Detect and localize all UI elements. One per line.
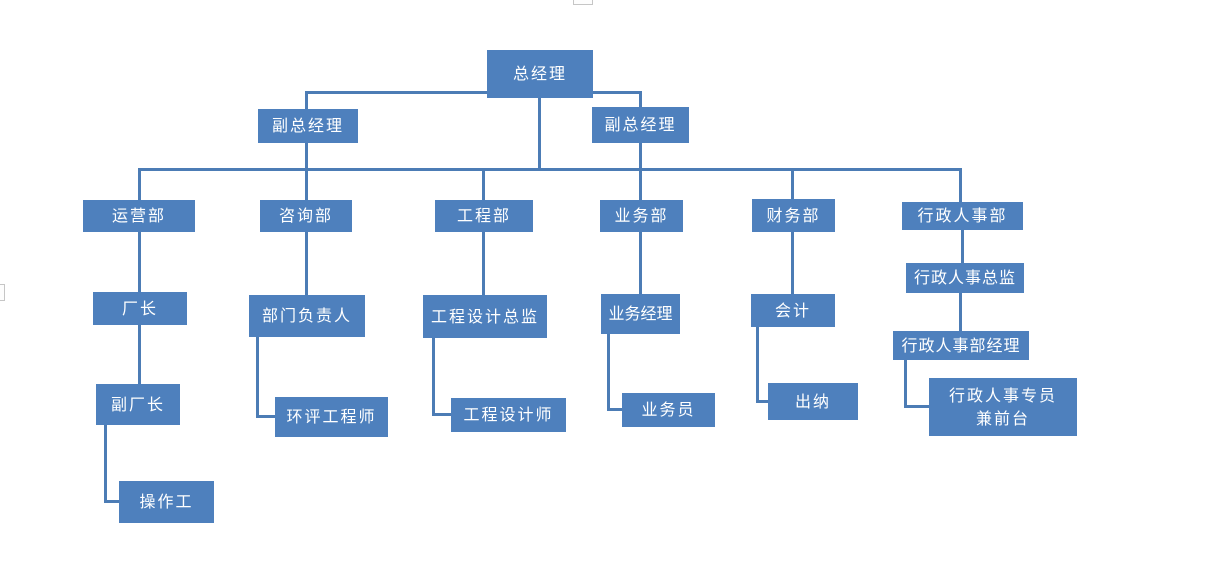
node-admin-hr-specialist-receptionist[interactable]: 行政人事专员 兼前台 [929, 378, 1077, 436]
connector-gm-to-left-dgm-horizontal [307, 91, 487, 94]
node-engineering-designer[interactable]: 工程设计师 [451, 398, 566, 432]
connector-rail-to-engineering [482, 170, 485, 200]
node-cashier[interactable]: 出纳 [768, 383, 858, 420]
connector-hr-manager-to-specialist-horizontal [904, 405, 929, 408]
connector-gm-to-left-dgm-vertical [305, 91, 308, 110]
connector-rail-to-operations [138, 170, 141, 200]
node-engineering-design-director[interactable]: 工程设计总监 [423, 295, 547, 338]
node-department-head[interactable]: 部门负责人 [249, 295, 365, 337]
node-label: 工程设计总监 [430, 306, 539, 326]
connector-engineering-to-design-director [482, 232, 485, 295]
node-label: 行政人事专员 兼前台 [948, 385, 1057, 428]
node-dept-admin-hr[interactable]: 行政人事部 [902, 202, 1023, 230]
node-dept-engineering[interactable]: 工程部 [435, 200, 533, 232]
node-dept-finance[interactable]: 财务部 [752, 199, 835, 232]
node-label: 副厂长 [110, 394, 165, 414]
node-label: 行政人事总监 [913, 268, 1016, 288]
connector-department-rail [138, 168, 962, 171]
node-label: 行政人事部经理 [901, 335, 1021, 355]
node-dept-business[interactable]: 业务部 [600, 200, 683, 232]
node-accountant[interactable]: 会计 [751, 294, 835, 327]
node-label: 行政人事部 [917, 206, 1008, 226]
node-label: 业务员 [641, 400, 696, 420]
connector-dept-head-to-eia-horizontal [256, 415, 275, 418]
connector-gm-to-right-dgm-horizontal [593, 91, 642, 94]
connector-business-manager-to-salesperson-vertical [607, 334, 610, 411]
canvas-resize-handle-top[interactable] [573, 0, 593, 5]
connector-business-to-business-manager [639, 232, 642, 294]
connector-hr-manager-to-specialist-vertical [904, 360, 907, 408]
node-label: 业务部 [614, 206, 669, 226]
canvas-resize-handle-left[interactable] [0, 284, 5, 301]
node-label: 部门负责人 [261, 306, 352, 326]
connector-accountant-to-cashier-horizontal [756, 400, 768, 403]
node-factory-director[interactable]: 厂长 [93, 292, 187, 325]
connector-rail-to-admin-hr [959, 170, 962, 202]
node-label: 副总经理 [604, 115, 677, 135]
node-operator[interactable]: 操作工 [119, 481, 214, 523]
node-label: 环评工程师 [286, 407, 377, 427]
node-business-manager[interactable]: 业务经理 [601, 294, 680, 334]
connector-business-manager-to-salesperson-horizontal [607, 408, 622, 411]
node-label: 工程设计师 [463, 405, 554, 425]
connector-operations-to-factory-director [138, 232, 141, 292]
connector-deputy-to-operator-vertical [104, 425, 107, 503]
node-label: 副总经理 [271, 116, 344, 136]
connector-accountant-to-cashier-vertical [756, 327, 759, 403]
node-deputy-general-manager-left[interactable]: 副总经理 [258, 109, 358, 143]
node-label: 咨询部 [278, 206, 333, 226]
node-label: 会计 [774, 300, 811, 320]
connector-design-director-to-designer-vertical [432, 338, 435, 416]
node-deputy-general-manager-right[interactable]: 副总经理 [592, 107, 689, 143]
connector-design-director-to-designer-horizontal [432, 413, 451, 416]
node-dept-operations[interactable]: 运营部 [83, 200, 195, 232]
connector-consulting-to-dept-head [305, 232, 308, 295]
node-label: 财务部 [766, 205, 821, 225]
node-label: 工程部 [456, 206, 511, 226]
connector-right-dgm-drop [639, 143, 642, 200]
node-label: 出纳 [794, 391, 831, 411]
connector-gm-to-right-dgm-vertical [639, 91, 642, 108]
node-deputy-factory-director[interactable]: 副厂长 [96, 384, 180, 425]
connector-gm-center-drop [538, 98, 541, 169]
node-admin-hr-dept-manager[interactable]: 行政人事部经理 [893, 331, 1029, 360]
connector-dept-head-to-eia-vertical [256, 337, 259, 418]
node-dept-consulting[interactable]: 咨询部 [260, 200, 352, 232]
node-eia-engineer[interactable]: 环评工程师 [275, 397, 388, 437]
node-general-manager[interactable]: 总经理 [487, 50, 593, 98]
connector-rail-to-finance [791, 170, 794, 200]
node-salesperson[interactable]: 业务员 [622, 393, 715, 427]
connector-admin-hr-to-hr-director [961, 230, 964, 263]
node-label: 厂长 [121, 298, 158, 318]
connector-factory-director-to-deputy [138, 325, 141, 384]
node-admin-hr-director[interactable]: 行政人事总监 [906, 263, 1024, 293]
connector-finance-to-accountant [791, 232, 794, 294]
node-label: 总经理 [512, 64, 567, 84]
node-label: 操作工 [139, 492, 194, 512]
node-label: 运营部 [111, 206, 166, 226]
connector-left-dgm-drop [305, 143, 308, 200]
node-label: 业务经理 [608, 304, 673, 324]
connector-deputy-to-operator-horizontal [104, 500, 119, 503]
connector-hr-director-to-hr-manager [959, 293, 962, 331]
